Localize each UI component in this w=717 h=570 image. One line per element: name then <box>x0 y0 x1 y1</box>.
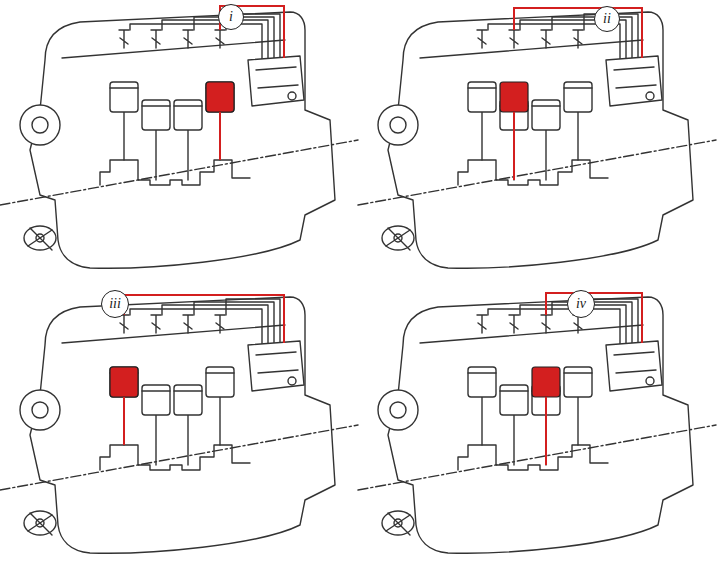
numeral-circle: iv <box>567 290 595 318</box>
engine-panel <box>0 6 358 268</box>
numeral-circle: i <box>218 4 244 30</box>
engine-panel <box>358 293 716 553</box>
panel-numeral: ii <box>603 12 611 26</box>
panel-numeral: i <box>229 10 233 24</box>
numeral-circle: iii <box>101 290 129 318</box>
numeral-circle: ii <box>594 6 620 32</box>
engine-panel <box>0 295 358 553</box>
engine-panel <box>358 8 716 268</box>
panel-numeral: iv <box>576 297 586 311</box>
panel-numeral: iii <box>109 297 121 311</box>
